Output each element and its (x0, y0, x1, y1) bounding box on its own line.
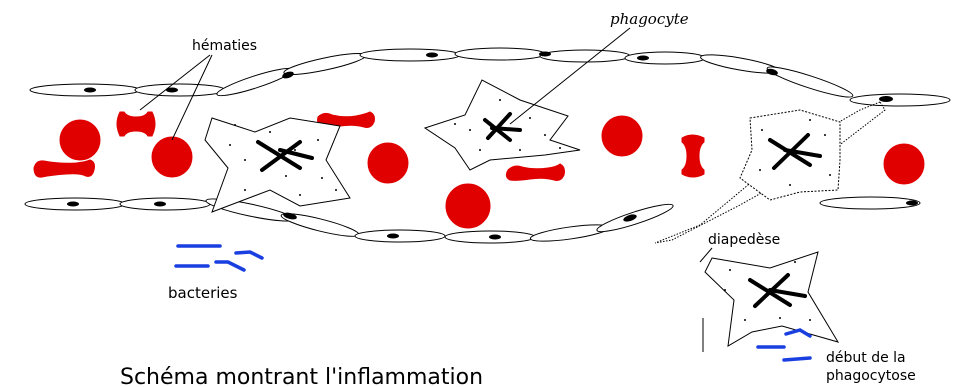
phagocyte-cell (425, 80, 580, 170)
red-blood-cell (368, 143, 408, 183)
red-blood-cell-side (117, 112, 155, 136)
diapedese-label: diapedèse (708, 232, 780, 248)
endothelial-cell (355, 230, 445, 242)
diagram-title: Schéma montrant l'inflammation (120, 365, 483, 387)
red-blood-cell-side (506, 164, 564, 180)
red-blood-cell (884, 144, 924, 184)
debut-phagocytose-label-line1: début de la (826, 350, 906, 366)
endothelial-cell (283, 49, 368, 78)
debut-phagocytose-label-line2: phagocytose (826, 368, 916, 384)
red-blood-cell (446, 184, 490, 228)
bacteries-label: bacteries (168, 284, 238, 302)
red-blood-cell (152, 137, 192, 177)
red-blood-cell-side (682, 135, 704, 177)
phagocyte-cell (205, 118, 350, 212)
phagocyte-label: phagocyte (610, 10, 689, 28)
phagocyte-cell (705, 252, 838, 346)
endothelial-cell (135, 84, 225, 96)
red-blood-cell (602, 116, 642, 156)
endothelial-cell (530, 221, 611, 244)
endothelial-cell (765, 62, 854, 101)
hematies-label: hématies (192, 38, 257, 54)
bacterium (216, 262, 244, 270)
phagocyte-cell (740, 110, 840, 200)
endothelial-cell (540, 50, 630, 62)
red-blood-cell-side (34, 160, 95, 177)
endothelial-cell (455, 48, 545, 60)
endothelial-cell (850, 94, 950, 106)
endothelial-cell (360, 49, 460, 61)
red-blood-cell (60, 120, 100, 160)
bacterium (236, 252, 262, 258)
bacterium (784, 358, 810, 360)
endothelial-cell (820, 197, 920, 209)
endothelial-cell (215, 64, 295, 100)
